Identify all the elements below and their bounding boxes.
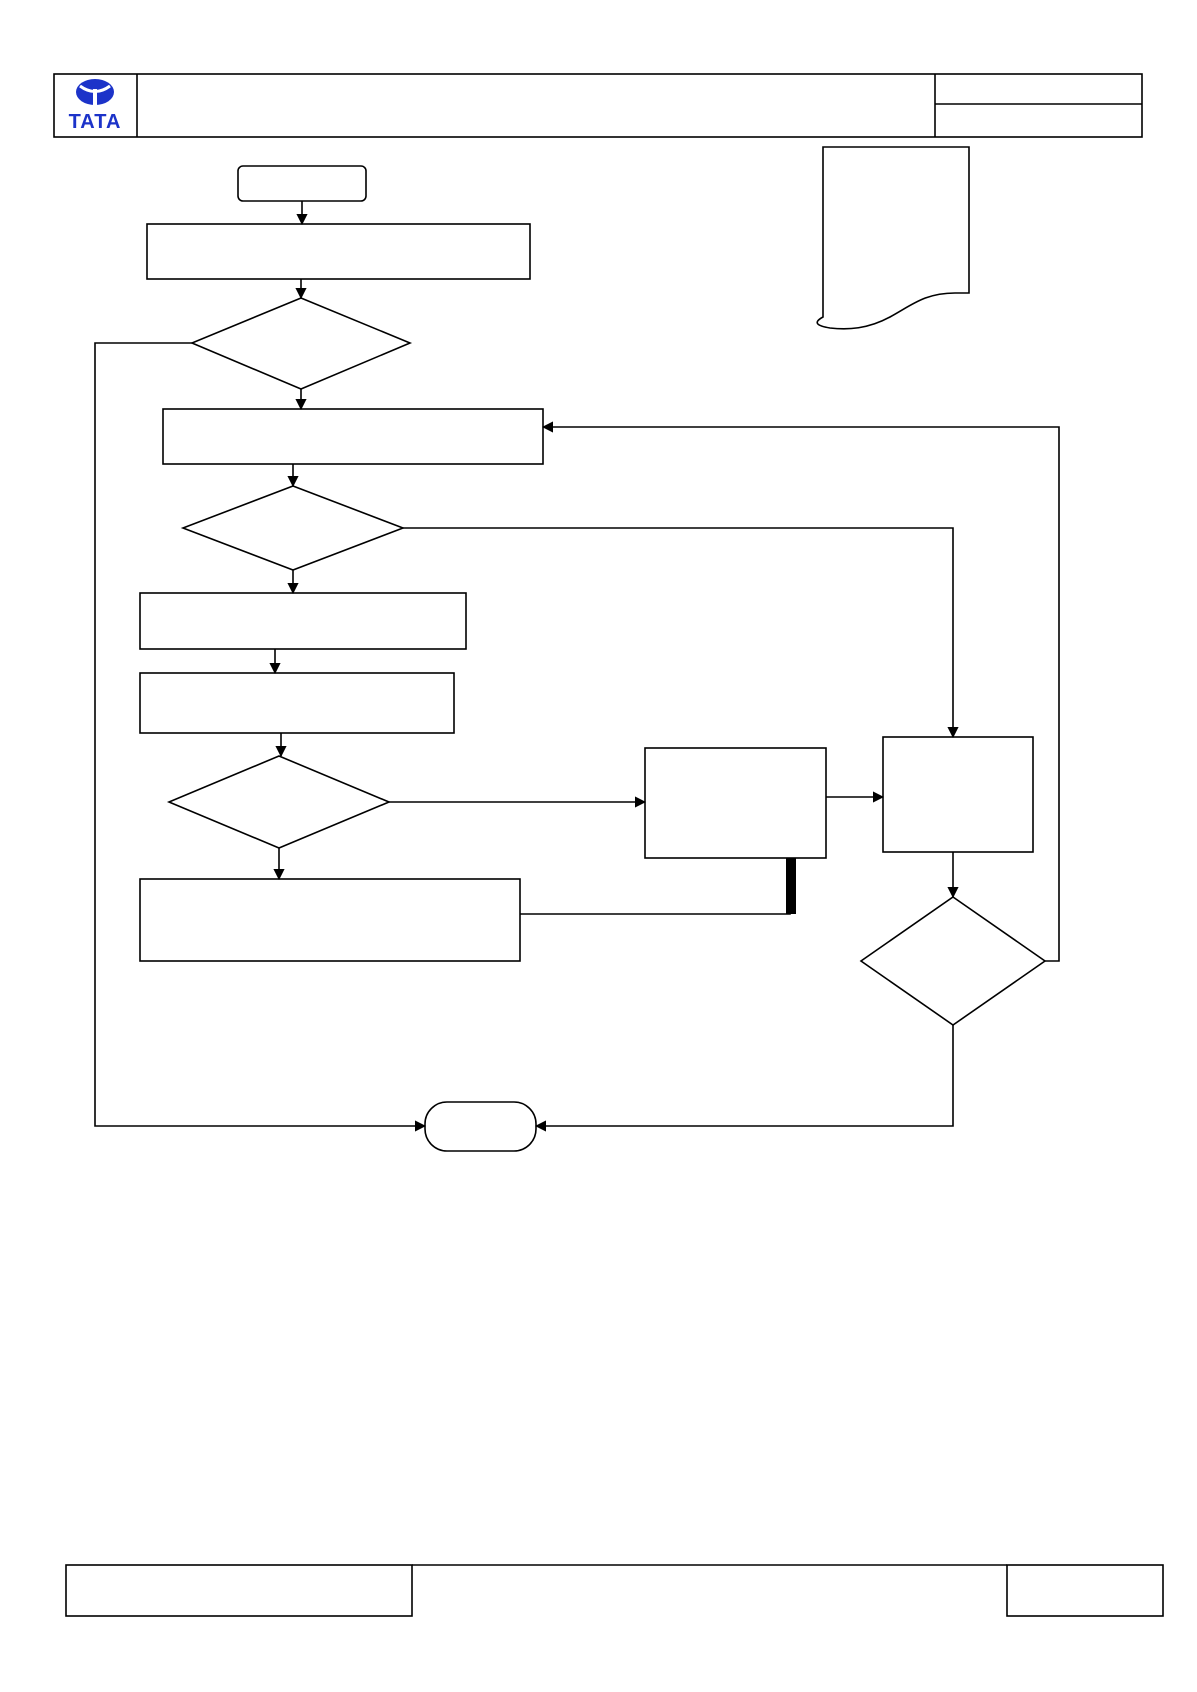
process-step-5 — [139, 878, 521, 962]
decision-1 — [189, 297, 413, 390]
document-footer — [65, 1564, 1164, 1617]
document-shape — [816, 146, 970, 330]
header-frame — [53, 73, 1143, 138]
connector-decision2-to-step7 — [403, 527, 959, 739]
connector-decision4-to-end — [534, 1025, 954, 1132]
process-step-1 — [146, 223, 531, 280]
decision-4 — [859, 896, 1047, 1026]
tata-logo-emblem-icon — [76, 79, 114, 105]
footer-right-box — [1006, 1564, 1164, 1617]
connector-decision4-loop-to-step2 — [541, 421, 1060, 962]
tata-logo: TATA — [69, 79, 122, 133]
process-step-2 — [162, 408, 544, 465]
connector-decision1-to-end — [94, 342, 427, 1132]
logo-wordmark: TATA — [69, 111, 122, 133]
connectors — [94, 201, 1060, 1132]
process-step-4 — [139, 672, 455, 734]
process-step-7 — [882, 736, 1034, 853]
footer-left-box — [65, 1564, 413, 1617]
start-terminator — [237, 165, 367, 202]
process-step-3 — [139, 592, 467, 650]
process-step-6 — [644, 747, 827, 859]
decision-2 — [180, 485, 406, 571]
end-terminator — [424, 1101, 537, 1152]
document-header: TATA — [53, 73, 1143, 138]
decision-3 — [166, 755, 392, 849]
connector-step5-to-step6 — [520, 858, 791, 915]
step5-step6-thick-bar — [786, 858, 796, 914]
